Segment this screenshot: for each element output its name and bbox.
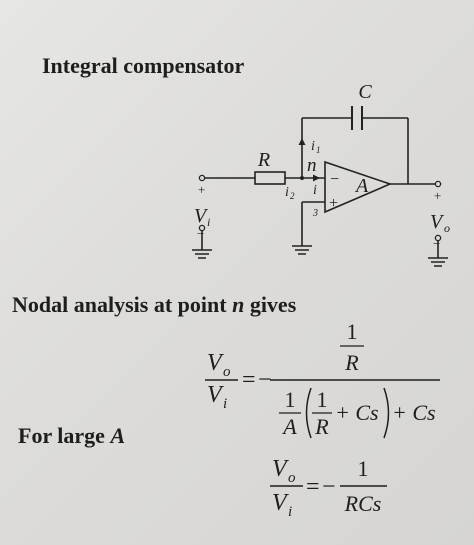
eq1-plus-cs: + Cs xyxy=(335,400,379,425)
nodal-analysis-heading: Nodal analysis at point n gives xyxy=(12,294,296,316)
eq2-minus: − xyxy=(322,474,336,500)
nodal-heading-n: n xyxy=(232,292,245,317)
equation-1: V o V i = − 1 R 1 A 1 R + Cs + Cs xyxy=(205,319,440,439)
eq1-d-in-r: R xyxy=(314,414,329,439)
eq2-equals: = xyxy=(306,474,320,500)
eq1-d-in-1: 1 xyxy=(317,387,328,412)
eq1-vo-sub: o xyxy=(223,364,231,380)
capacitor-label: C xyxy=(358,81,372,103)
resistor xyxy=(254,171,286,185)
output-minus-sign: − xyxy=(433,236,440,251)
equation-2: V o V i = − 1 RCs xyxy=(270,456,387,520)
integral-compensator-circuit: C R n i 1 i 2 i 3 A − + + V i − + V o − xyxy=(192,81,450,267)
output-terminal-top xyxy=(434,180,442,188)
eq2-den: RCs xyxy=(344,491,382,516)
eq1-d-a: A xyxy=(281,414,297,439)
eq2-vi-sub: i xyxy=(288,504,292,520)
large-heading-a: A xyxy=(110,423,126,448)
eq2-num: 1 xyxy=(358,456,369,481)
eq1-vo: V xyxy=(207,350,224,376)
pin-3-label: 3 xyxy=(312,208,318,219)
output-terminal-bottom xyxy=(434,234,442,242)
eq1-top-r: R xyxy=(344,350,359,375)
amp-gain-label: A xyxy=(354,175,369,197)
op-amp-minus-sign: − xyxy=(330,171,339,188)
input-voltage-label: V xyxy=(194,205,209,227)
input-voltage-sub: i xyxy=(207,215,210,229)
input-terminal-bottom xyxy=(198,224,206,232)
input-plus-sign: + xyxy=(198,182,205,197)
resistor-label: R xyxy=(257,149,270,171)
eq1-vi-sub: i xyxy=(223,396,227,412)
node-label: n xyxy=(307,155,317,176)
eq2-vo: V xyxy=(272,456,289,482)
large-heading-prefix: For large xyxy=(18,423,111,448)
input-minus-sign: − xyxy=(197,226,204,241)
input-terminal-top xyxy=(198,174,206,182)
eq1-vi: V xyxy=(207,382,224,408)
eq1-equals: = xyxy=(242,367,256,393)
output-plus-sign: + xyxy=(434,188,441,203)
output-voltage-sub: o xyxy=(444,221,450,235)
eq1-top-1: 1 xyxy=(347,319,358,344)
section-title: Integral compensator xyxy=(42,55,244,77)
i2-label: i xyxy=(285,185,289,200)
i-arrow-icon xyxy=(313,174,320,182)
op-amp-plus-sign: + xyxy=(329,195,338,212)
large-a-heading: For large A xyxy=(18,425,125,447)
eq1-right-paren xyxy=(383,387,390,439)
i2-sub: 2 xyxy=(290,191,295,201)
eq1-minus: − xyxy=(258,367,272,393)
i1-arrow-icon xyxy=(298,138,306,145)
ground-symbols xyxy=(192,245,448,267)
nodal-heading-suffix: gives xyxy=(244,292,297,317)
i1-label: i xyxy=(311,139,315,154)
output-voltage-label: V xyxy=(430,211,445,233)
node-dot xyxy=(300,176,304,180)
nodal-heading-prefix: Nodal analysis at point xyxy=(12,292,233,317)
section-title-text: Integral compensator xyxy=(42,53,245,78)
eq2-vi: V xyxy=(272,490,289,516)
eq2-vo-sub: o xyxy=(288,470,296,486)
eq1-left-paren xyxy=(305,387,312,439)
i1-sub: 1 xyxy=(316,145,321,155)
eq1-d-1: 1 xyxy=(285,387,296,412)
eq1-plus-cs-2: + Cs xyxy=(392,400,436,425)
i-label: i xyxy=(313,183,317,198)
op-amp xyxy=(324,160,393,214)
